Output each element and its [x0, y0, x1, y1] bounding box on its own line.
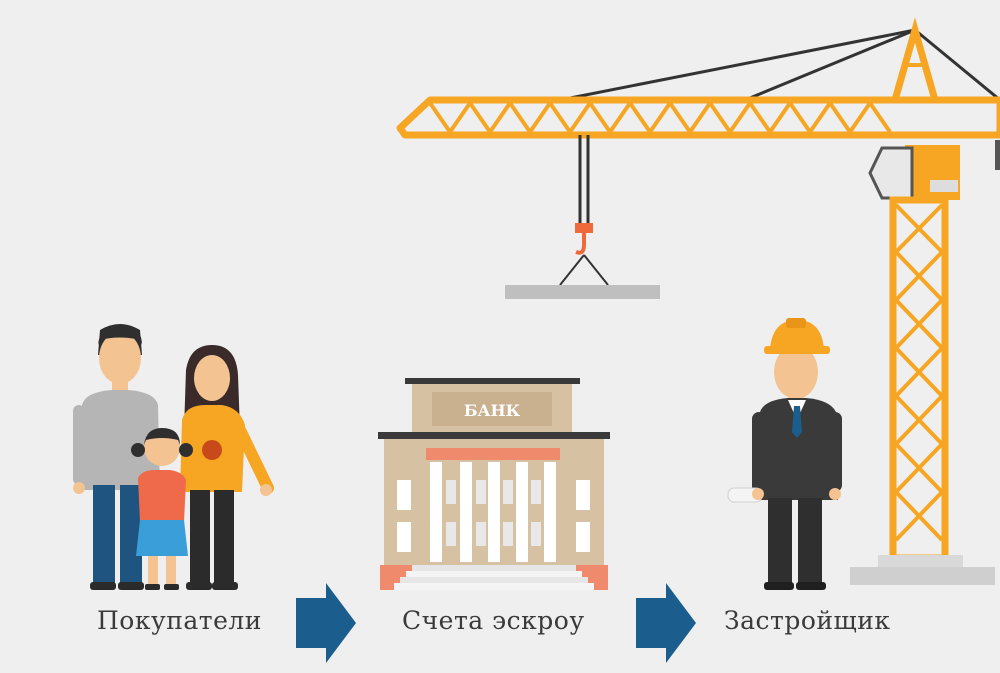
buyers-label: Покупатели	[97, 606, 262, 635]
bank-sign: БАНК	[464, 401, 521, 420]
escrow-accounts-label: Счета эскроу	[402, 606, 585, 635]
developer-label: Застройщик	[724, 606, 891, 635]
crane-icon	[396, 17, 1000, 585]
builder-icon	[727, 318, 842, 590]
arrow-icon-2	[636, 583, 696, 663]
bank-icon: БАНК	[378, 378, 610, 590]
family-icon	[73, 324, 274, 590]
arrow-icon-1	[296, 583, 356, 663]
